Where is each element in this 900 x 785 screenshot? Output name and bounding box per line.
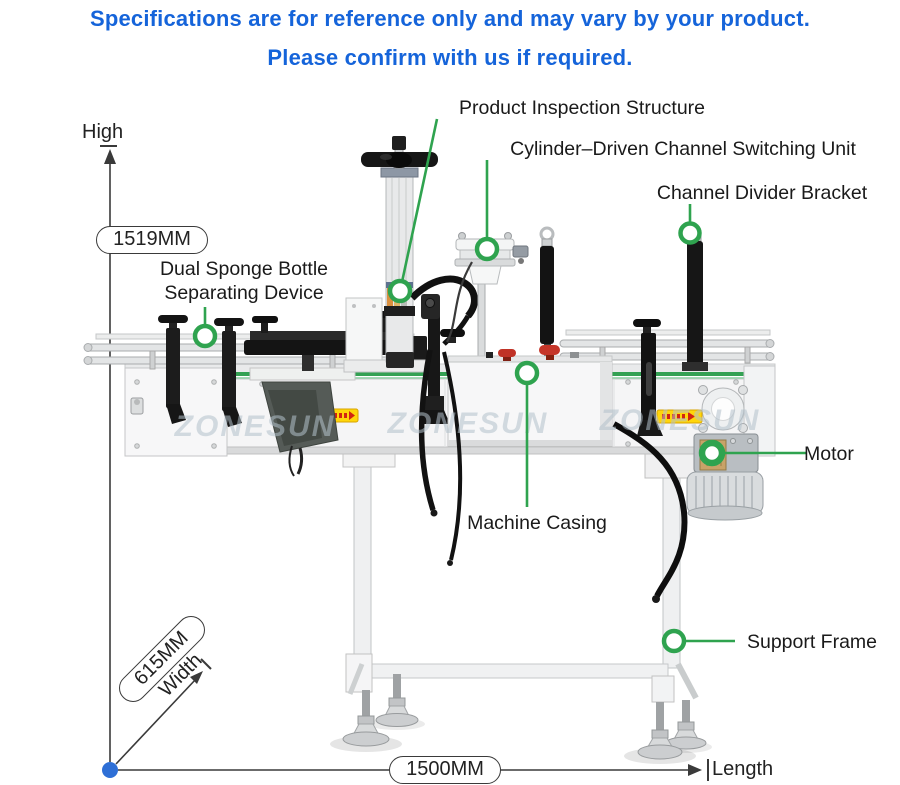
label-sponge-separator: Dual Sponge Bottle Separating Device — [138, 257, 350, 305]
label-product-inspection: Product Inspection Structure — [458, 97, 706, 119]
up-arrowhead-icon — [104, 149, 116, 164]
leader-product-inspection — [400, 118, 439, 283]
t-handle — [361, 136, 438, 168]
label-support-frame: Support Frame — [746, 631, 878, 653]
header-line-1: Specifications are for reference only an… — [89, 6, 811, 31]
emergency-stop-buttons — [486, 345, 579, 361]
marker-cylinder-unit — [474, 236, 500, 262]
origin-dot — [102, 762, 118, 778]
height-dimension-line — [100, 145, 117, 762]
height-value-pill: 1519MM — [96, 226, 208, 254]
cables — [418, 349, 688, 603]
channel-divider-rod — [682, 226, 708, 371]
watermark-text: ZONESUN ZONESUN ZONESUN — [174, 404, 761, 443]
end-latch — [130, 397, 144, 415]
label-motor: Motor — [804, 443, 854, 465]
right-arrowhead-icon — [688, 764, 702, 776]
support-frame-structure — [342, 448, 707, 760]
header-line-2: Please confirm with us if required. — [267, 45, 633, 70]
svg-text:ZONESUN: ZONESUN — [599, 404, 761, 437]
sensor-bracket — [420, 294, 465, 424]
annotation-leaders — [203, 118, 806, 643]
label-channel-divider-bracket: Channel Divider Bracket — [656, 182, 868, 204]
leveling-feet — [342, 674, 707, 760]
right-rail-clamp — [633, 319, 663, 436]
marker-sponge-separator — [192, 323, 218, 349]
machine-casing-box — [447, 345, 613, 447]
label-sponge-separator-line2: Separating Device — [164, 282, 324, 304]
length-axis-label: Length — [712, 758, 774, 780]
marker-machine-casing — [514, 360, 540, 386]
marker-product-inspection — [387, 278, 413, 304]
motor-assembly — [686, 433, 764, 521]
length-value-pill: 1500MM — [389, 756, 501, 784]
width-dimension-line — [115, 658, 212, 765]
label-cylinder-switching-unit: Cylinder–Driven Channel Switching Unit — [510, 138, 856, 160]
svg-text:ZONESUN: ZONESUN — [174, 410, 336, 443]
bearing-flange — [698, 385, 748, 433]
label-machine-casing: Machine Casing — [467, 512, 607, 534]
annotation-markers — [192, 221, 726, 654]
svg-text:ZONESUN: ZONESUN — [387, 407, 549, 440]
warning-sticker-right — [656, 409, 703, 424]
divider-rod-middle — [539, 226, 555, 364]
machine-illustration: ZONESUN ZONESUN ZONESUN — [83, 136, 776, 764]
height-axis-label: High — [82, 121, 124, 143]
diagonal-arrowhead-icon — [190, 671, 203, 684]
marker-support-frame — [661, 628, 687, 654]
label-sponge-separator-line1: Dual Sponge Bottle — [159, 258, 329, 280]
marker-motor — [698, 439, 726, 467]
marker-channel-divider — [678, 221, 702, 245]
